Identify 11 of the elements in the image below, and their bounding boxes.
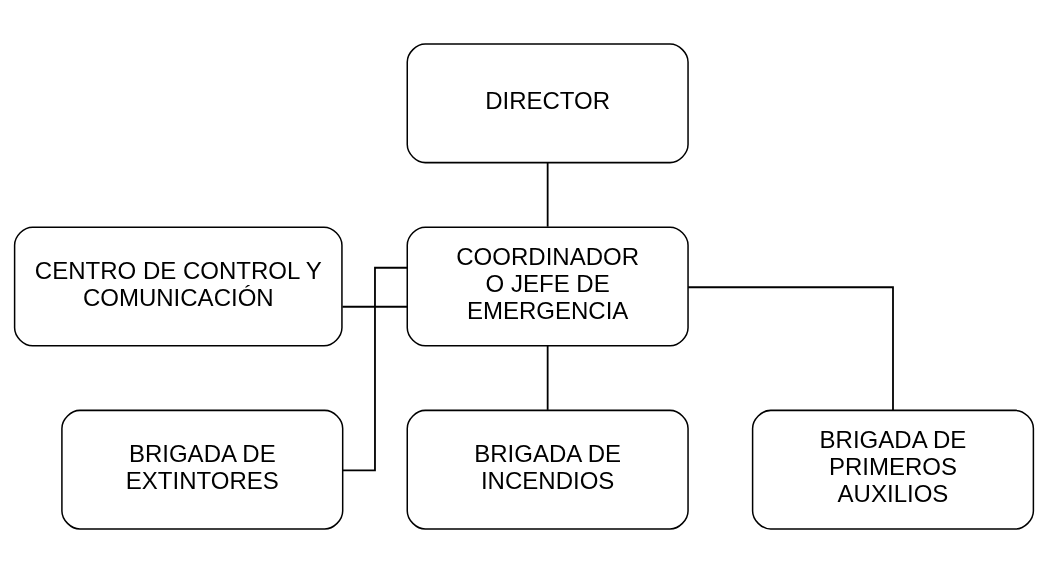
node-box: BRIGADA DE PRIMEROS AUXILIOS — [751, 409, 1035, 530]
connector — [546, 344, 549, 411]
node-box: CENTRO DE CONTROL Y COMUNICACIÓN — [13, 225, 343, 347]
connector — [342, 266, 408, 471]
connector — [341, 305, 408, 308]
connector — [546, 161, 549, 228]
node-box: COORDINADOR O JEFE DE EMERGENCIA — [406, 225, 689, 347]
node-box: BRIGADA DE INCENDIOS — [406, 409, 689, 530]
node-box: DIRECTOR — [406, 42, 689, 163]
node-box: BRIGADA DE EXTINTORES — [61, 409, 344, 530]
connector — [687, 285, 894, 411]
